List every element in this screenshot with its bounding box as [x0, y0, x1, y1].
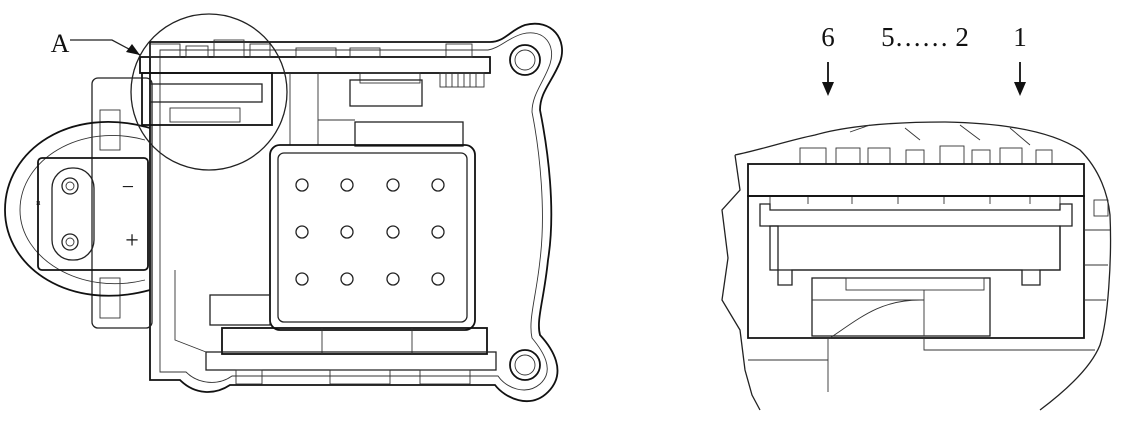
bracket-tab-bottom: [99, 277, 121, 319]
mid-connector: [354, 121, 464, 147]
mounting-hole-top: [509, 44, 541, 76]
detail-a-circle: [130, 13, 288, 171]
detail-a-view: 6 5…… 2 1: [721, 22, 1112, 411]
detail-connector-inner: [759, 203, 1073, 286]
polarity-minus-label: −: [122, 174, 134, 199]
left-bracket: [91, 77, 153, 329]
battery-terminal-block: [37, 157, 149, 271]
terminal-pin-marks: ıı: [36, 198, 41, 207]
hole-grid: [295, 178, 445, 286]
pin-label-5-2: 5…… 2: [881, 22, 969, 52]
pin-label-6: 6: [821, 22, 835, 52]
housing-outline: [149, 22, 563, 402]
detail-pcb-board: [747, 163, 1085, 197]
mounting-hole-bottom-inner: [514, 354, 536, 376]
terminal-insert: [51, 167, 95, 261]
mounting-hole-bottom: [509, 349, 541, 381]
terminal-screw-top: [61, 177, 79, 195]
left-assembly-view: ıı − + A: [4, 13, 563, 402]
callout-a-label: A: [51, 29, 70, 58]
connector-housing: [141, 72, 273, 126]
detail-connector-housing: [747, 195, 1085, 339]
bracket-tab-top: [99, 109, 121, 151]
pcb-component-box: [349, 79, 423, 107]
main-module: [269, 144, 476, 331]
housing-inner-outline: [159, 32, 552, 391]
battery-round-housing: [4, 121, 151, 297]
connector-slot: [149, 83, 263, 103]
detail-break-outline: [721, 121, 1112, 411]
main-module-inner: [277, 152, 468, 323]
mounting-hole-top-inner: [514, 49, 536, 71]
callout-a-arrowhead: [126, 44, 140, 55]
top-pcb-board: [139, 56, 491, 74]
polarity-plus-label: +: [125, 228, 139, 254]
pin-label-1: 1: [1013, 22, 1027, 52]
bottom-connector: [221, 327, 488, 355]
terminal-screw-bottom: [61, 233, 79, 251]
connector-pins: [769, 196, 1061, 204]
pcb-connector-right: [439, 72, 485, 88]
detail-plug: [811, 277, 991, 337]
